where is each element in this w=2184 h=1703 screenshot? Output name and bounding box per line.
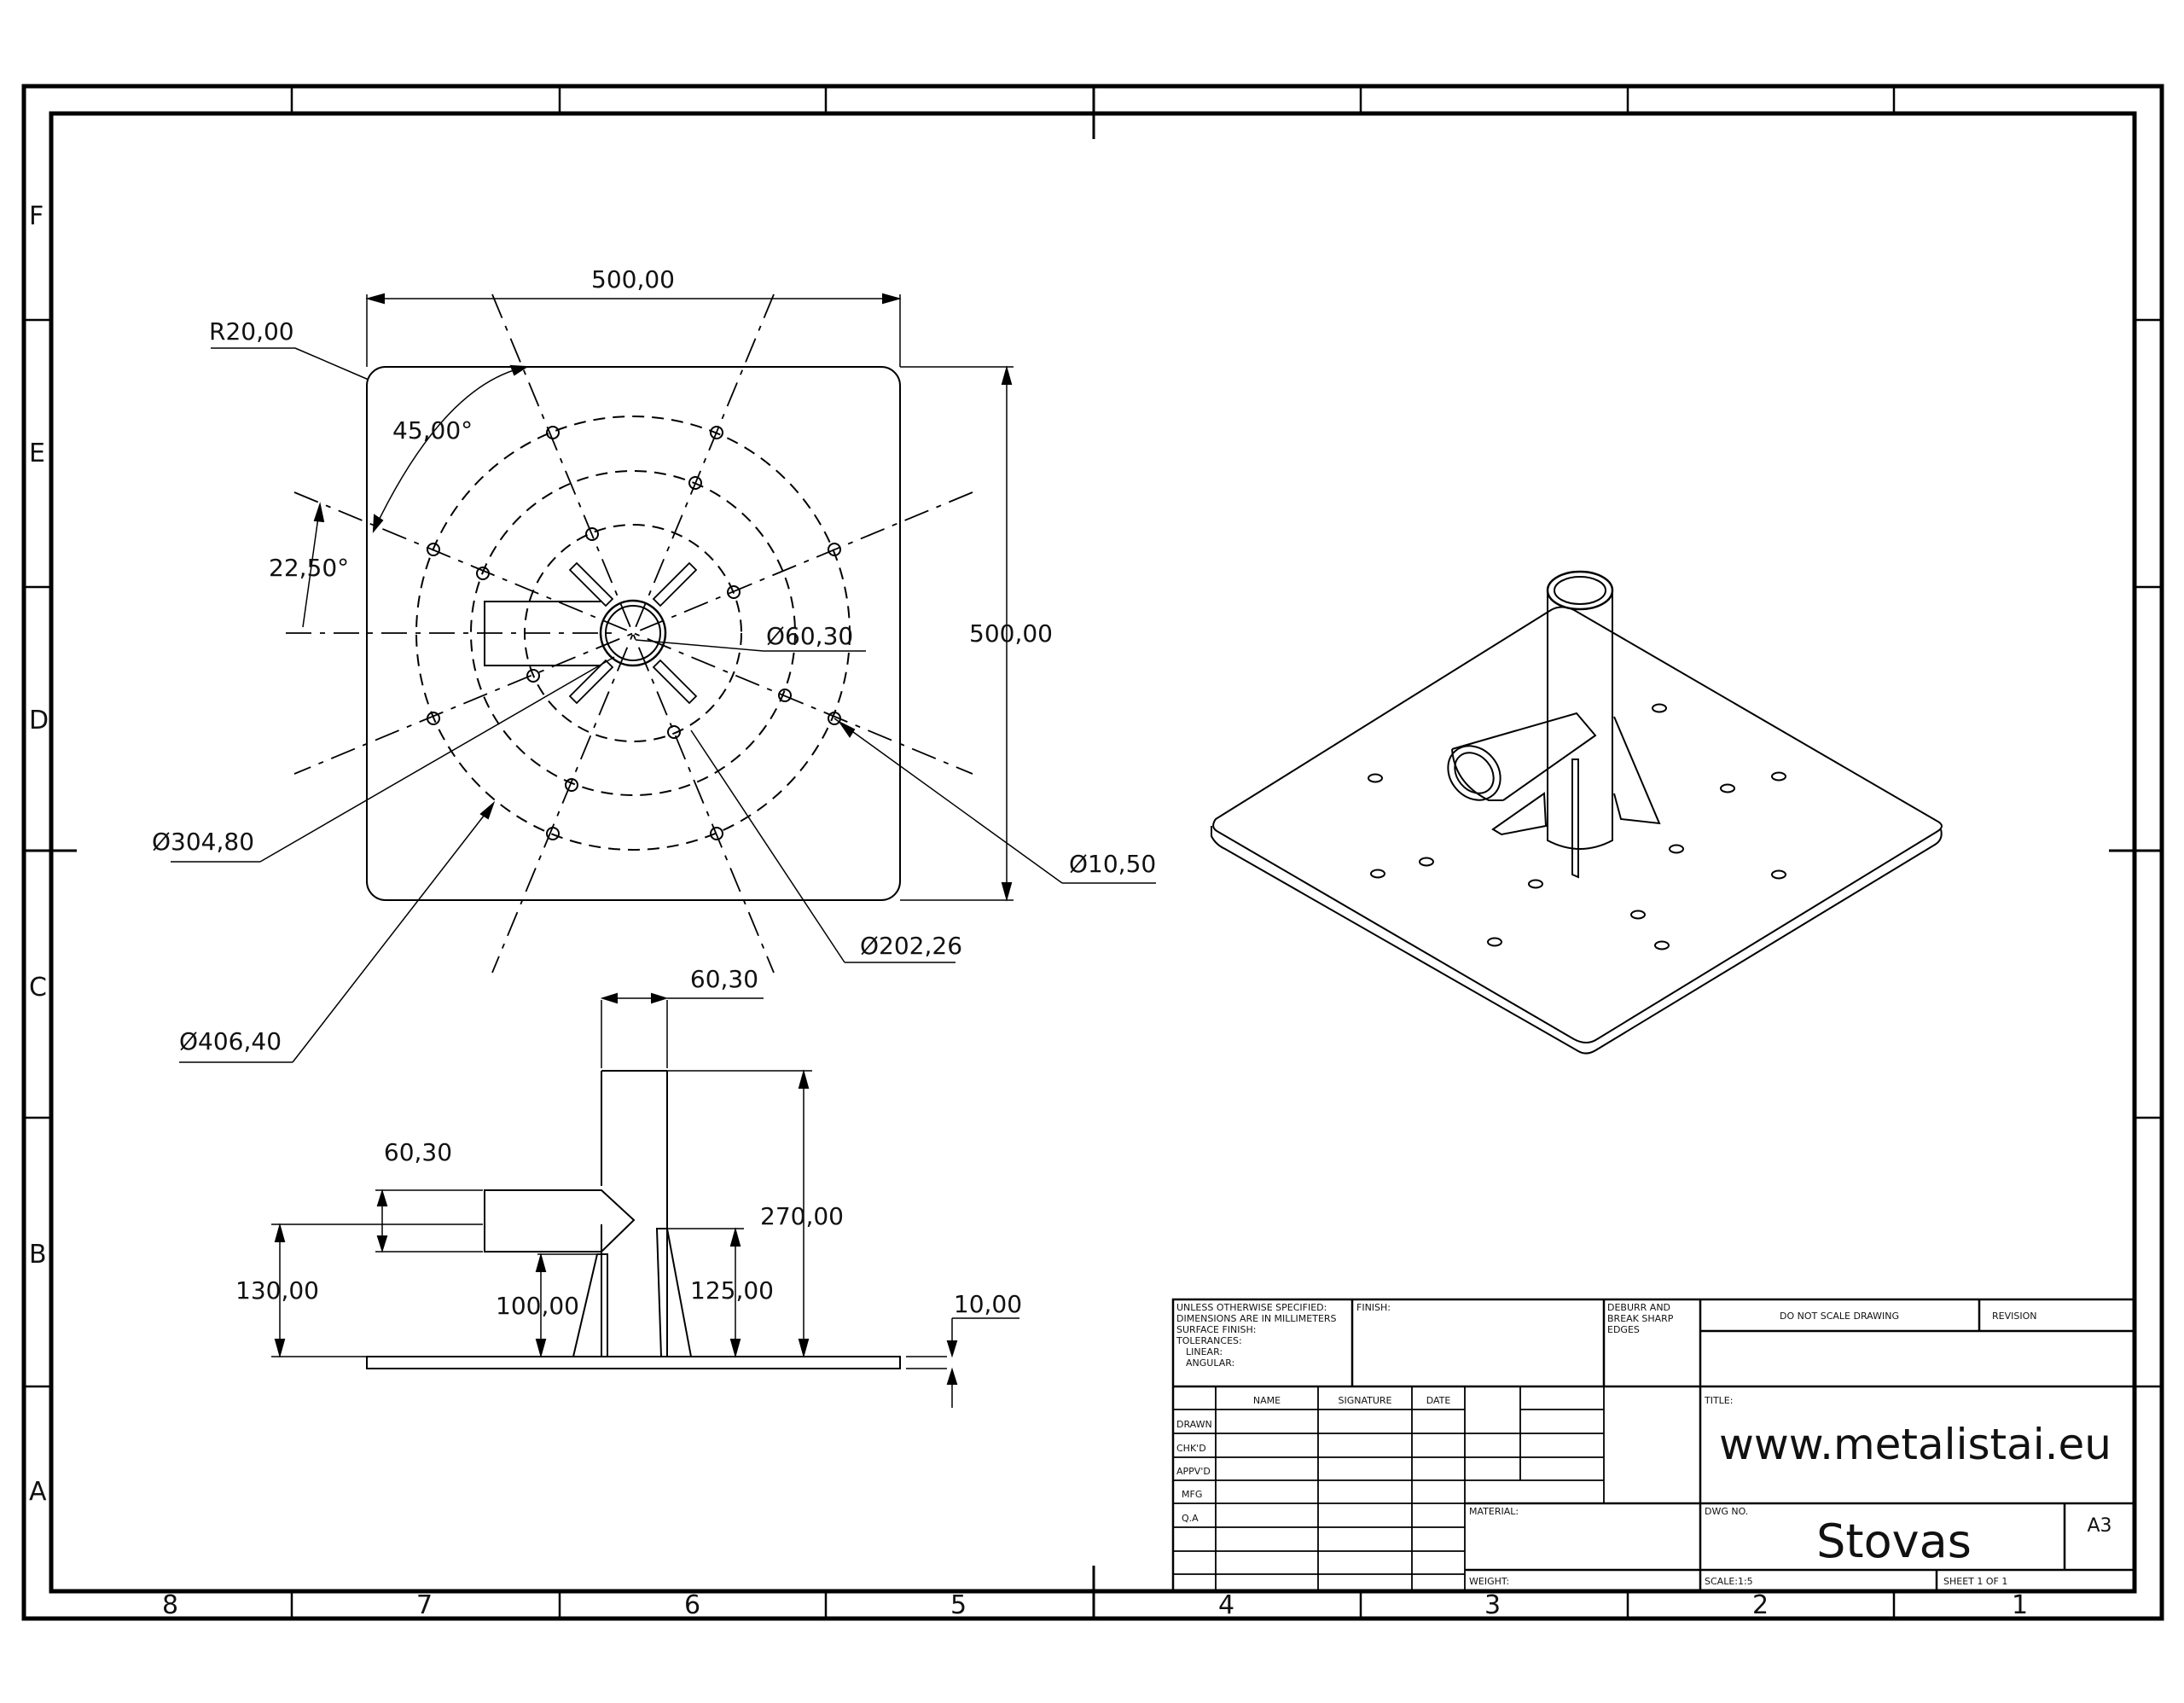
title-block-text: UNLESS OTHERWISE SPECIFIED: DIMENSIONS A…: [1176, 1302, 2112, 1587]
bolt-holes: [427, 426, 841, 840]
zone-col-label: 3: [1484, 1590, 1501, 1620]
iso-gusset-left: [1491, 792, 1548, 836]
scale-label: SCALE:1:5: [1705, 1576, 1753, 1587]
sheet-count-label: SHEET 1 OF 1: [1943, 1576, 2007, 1587]
iso-side-branch: [1451, 712, 1597, 801]
top-height-dimension: 500,00: [969, 619, 1053, 648]
hole-diameter-dimension: Ø10,50: [1069, 850, 1156, 878]
deburr-note: EDGES: [1607, 1324, 1640, 1335]
iso-gusset-front: [1571, 759, 1579, 879]
material-label: MATERIAL:: [1469, 1506, 1519, 1517]
deburr-note: DEBURR AND: [1607, 1302, 1670, 1313]
angle-22-dimension: 22,50°: [269, 554, 349, 582]
front-plate-outline: [366, 1356, 901, 1369]
zone-labels: F E D C B A 8 7 6 5 4 3 2 1: [29, 201, 2028, 1620]
bolt-circle-outer: [415, 416, 851, 851]
zone-row-label: F: [29, 201, 44, 231]
side-height-dimension: 130,00: [235, 1276, 319, 1305]
zone-col-label: 2: [1752, 1590, 1769, 1620]
note-line: SURFACE FINISH:: [1176, 1324, 1256, 1335]
iso-pipe-body: [1547, 590, 1613, 850]
date-column-header: DATE: [1426, 1395, 1451, 1406]
zone-col-label: 8: [162, 1590, 178, 1620]
zone-row-label: B: [29, 1240, 47, 1270]
iso-holes: [1368, 703, 1786, 950]
weight-label: WEIGHT:: [1469, 1576, 1509, 1587]
gusset-right-dimension: 125,00: [690, 1276, 774, 1305]
revision-label: REVISION: [1992, 1311, 2036, 1322]
total-height-dimension: 270,00: [760, 1202, 844, 1230]
row-label: Q.A: [1182, 1513, 1199, 1524]
signature-column-header: SIGNATURE: [1338, 1395, 1391, 1406]
sheet-border: [21, 84, 2164, 1621]
iso-plate-edge: [1211, 826, 1943, 1055]
vertical-pipe-outline: [601, 1070, 668, 1357]
side-branch-outline: [484, 601, 601, 666]
row-label: DRAWN: [1176, 1419, 1212, 1430]
angle-45-dimension: 45,00°: [392, 416, 473, 445]
zone-col-label: 7: [416, 1590, 433, 1620]
drawing-number: Stovas: [1816, 1514, 1972, 1568]
bolt-circle-mid-dimension: Ø304,80: [152, 828, 254, 856]
zone-row-label: A: [29, 1477, 47, 1507]
zone-row-label: E: [29, 439, 45, 468]
note-line: ANGULAR:: [1186, 1357, 1234, 1369]
gusset-left-dimension: 100,00: [496, 1292, 579, 1320]
finish-label: FINISH:: [1356, 1302, 1391, 1313]
base-plate-outline: [366, 366, 901, 901]
title-label: TITLE:: [1704, 1395, 1733, 1406]
note-line: LINEAR:: [1186, 1346, 1223, 1357]
zone-row-label: D: [29, 706, 49, 735]
dwg-no-label: DWG NO.: [1705, 1506, 1748, 1517]
note-line: UNLESS OTHERWISE SPECIFIED:: [1176, 1302, 1327, 1313]
bolt-circle-mid: [470, 470, 796, 796]
pipe-diameter-dimension: Ø60,30: [766, 622, 853, 650]
zone-col-label: 5: [950, 1590, 967, 1620]
corner-radius-dimension: R20,00: [209, 317, 294, 346]
front-view: [271, 992, 1019, 1408]
plate-thickness-dimension: 10,00: [954, 1290, 1022, 1318]
zone-col-label: 6: [684, 1590, 700, 1620]
bolt-circle-inner: [524, 524, 742, 742]
row-label: APPV'D: [1176, 1466, 1211, 1477]
do-not-scale-note: DO NOT SCALE DRAWING: [1780, 1311, 1899, 1322]
pipe-outer-circle: [599, 599, 667, 667]
row-label: CHK'D: [1176, 1443, 1206, 1454]
zone-col-label: 4: [1218, 1590, 1234, 1620]
gusset-left: [572, 1253, 608, 1357]
iso-gusset-right: [1613, 716, 1661, 825]
top-view: [171, 293, 1156, 1063]
drawing-title: www.metalistai.eu: [1719, 1420, 2111, 1469]
isometric-view: [1211, 570, 1943, 1055]
note-line: DIMENSIONS ARE IN MILLIMETERS: [1176, 1313, 1337, 1324]
note-line: TOLERANCES:: [1176, 1335, 1242, 1346]
top-width-dimension: 500,00: [591, 265, 675, 294]
side-branch-front-outline: [484, 1189, 636, 1253]
zone-col-label: 1: [2012, 1590, 2028, 1620]
side-pipe-diameter-dimension: 60,30: [384, 1138, 452, 1166]
sheet-size: A3: [2087, 1515, 2111, 1537]
pipe-top-diameter-dimension: 60,30: [690, 965, 758, 993]
zone-row-label: C: [29, 973, 47, 1003]
name-column-header: NAME: [1253, 1395, 1281, 1406]
bolt-circle-inner-dimension: Ø202,26: [860, 932, 962, 960]
row-label: MFG: [1182, 1489, 1202, 1500]
deburr-note: BREAK SHARP: [1607, 1313, 1674, 1324]
bolt-circle-outer-dimension: Ø406,40: [179, 1027, 282, 1055]
title-block: [1171, 1298, 2136, 1593]
pipe-inner-circle: [605, 605, 661, 661]
gusset-right: [655, 1228, 693, 1357]
